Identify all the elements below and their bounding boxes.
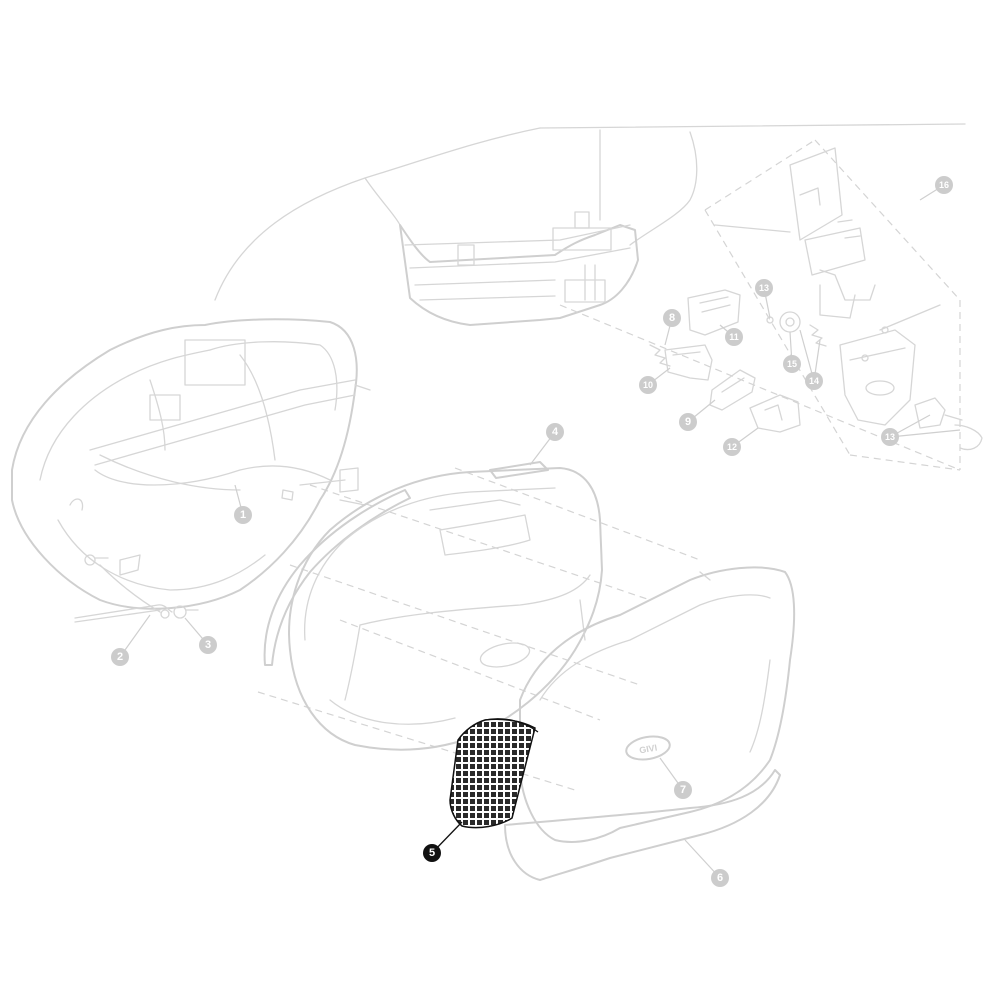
callout-14-label: 14 xyxy=(809,376,819,386)
callout-2-label: 2 xyxy=(117,651,123,663)
pannier-shell-part-1 xyxy=(11,318,371,610)
callout-13-lower-label: 13 xyxy=(885,432,895,442)
callout-1-label: 1 xyxy=(240,509,246,521)
callout-2: 2 xyxy=(111,648,129,666)
callout-12: 12 xyxy=(723,438,741,456)
nut-part-3 xyxy=(84,554,199,619)
reflector-part-5 xyxy=(449,718,539,829)
callout-12-label: 12 xyxy=(727,442,737,452)
callout-10-label: 10 xyxy=(643,380,653,390)
callout-5-highlighted: 5 xyxy=(423,844,441,862)
callout-7-label: 7 xyxy=(680,784,686,796)
callout-5-label: 5 xyxy=(429,847,435,859)
callout-9: 9 xyxy=(679,413,697,431)
callout-13-lower: 13 xyxy=(881,428,899,446)
cable-part-2 xyxy=(74,564,173,623)
callout-4-label: 4 xyxy=(552,426,559,438)
callout-14: 14 xyxy=(805,372,823,390)
callout-13-upper: 13 xyxy=(755,279,773,297)
callout-1: 1 xyxy=(234,506,252,524)
callout-10: 10 xyxy=(639,376,657,394)
top-case xyxy=(399,211,639,326)
gasket-part-4 xyxy=(263,461,549,666)
side-case-cover-part-6 xyxy=(504,566,796,881)
callout-6: 6 xyxy=(711,869,729,887)
callout-8-label: 8 xyxy=(669,312,675,324)
lock-mechanism-parts xyxy=(649,147,983,451)
callout-13-upper-label: 13 xyxy=(759,283,769,293)
logo-badge-part-7: GIVI xyxy=(625,735,671,761)
callout-11: 11 xyxy=(725,328,743,346)
callout-6-label: 6 xyxy=(717,872,723,884)
callout-leaders xyxy=(119,184,961,879)
callout-7: 7 xyxy=(674,781,692,799)
callout-3-label: 3 xyxy=(205,639,211,651)
side-case-body xyxy=(288,467,603,751)
assembly-dashed-lines xyxy=(257,139,961,791)
callout-4: 4 xyxy=(546,423,564,441)
callout-15-label: 15 xyxy=(787,359,797,369)
logo-badge-text: GIVI xyxy=(638,742,657,755)
callout-3: 3 xyxy=(199,636,217,654)
callout-11-label: 11 xyxy=(729,332,739,342)
callout-16: 16 xyxy=(935,176,953,194)
callout-8: 8 xyxy=(663,309,681,327)
callouts: 1 2 3 4 5 6 7 8 xyxy=(111,176,953,887)
callout-16-label: 16 xyxy=(939,180,949,190)
callout-15: 15 xyxy=(783,355,801,373)
callout-9-label: 9 xyxy=(685,416,691,428)
motorcycle-outline xyxy=(214,123,966,301)
